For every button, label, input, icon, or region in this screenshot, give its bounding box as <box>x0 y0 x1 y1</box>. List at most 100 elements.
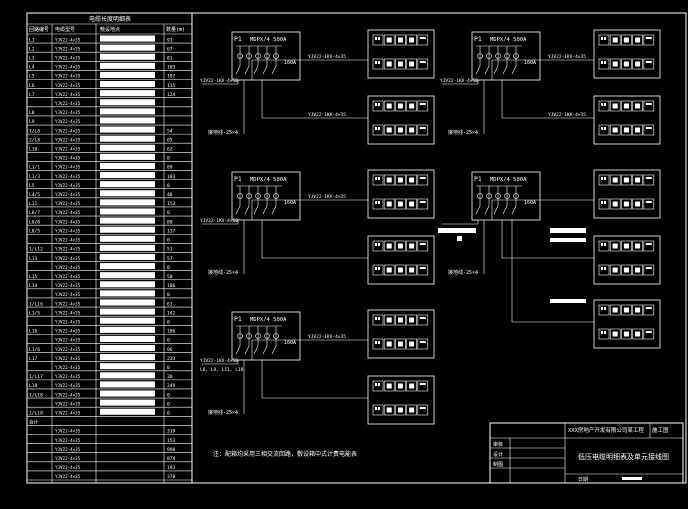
table-row-model: YJV22-4×35 <box>55 447 81 452</box>
table-row-no: L18 <box>29 383 38 389</box>
meter-module <box>383 34 395 46</box>
meter-module <box>417 338 429 350</box>
meter-module <box>383 314 395 326</box>
title-company: XXX房地产开发有限公司某工程 <box>568 426 644 434</box>
meter-module <box>417 174 429 186</box>
meter-module <box>395 34 406 46</box>
meter-module <box>395 380 406 392</box>
table-row-model: YJV22-4×35 <box>55 356 81 361</box>
table-row-no: L7 <box>29 92 35 98</box>
meter-module <box>643 100 655 112</box>
title-label-review: 审核 <box>493 441 503 448</box>
table-row-place-fill <box>100 208 155 215</box>
table-row-len: 91 <box>167 37 173 43</box>
meter-module <box>406 314 417 326</box>
table-row-model: YJV22-4×35 <box>55 310 81 315</box>
meter-module <box>643 58 655 70</box>
table-row-place-fill <box>100 190 155 197</box>
table-row-model: YJV22-4×35 <box>55 456 81 461</box>
panel-code: P1 <box>474 35 482 43</box>
circuit-list: L8, L9, L11, L18 <box>200 367 244 373</box>
switchboard-box <box>471 31 541 81</box>
switchboard-box <box>231 31 301 81</box>
table-row-len: 30 <box>167 374 173 380</box>
table-row-len: 0 <box>167 210 170 216</box>
table-row-len: 249 <box>167 383 176 389</box>
table-header-model: 电缆型号 <box>55 26 75 33</box>
table-row-no: 1/L16 <box>29 301 43 307</box>
cable-marker <box>550 238 586 242</box>
breaker-rating: 160A <box>284 200 296 206</box>
table-row-no: L1/3 <box>29 174 40 180</box>
table-row-no: L8/5 <box>29 228 40 234</box>
breaker-rating: 160A <box>284 60 296 66</box>
table-row-len: 0 <box>167 338 170 344</box>
table-row-model: YJV22-4×35 <box>55 56 81 61</box>
cable-marker <box>457 236 462 241</box>
cable-marker <box>438 228 476 233</box>
branch-cable: YJV22-1KV-4×35 <box>308 54 346 60</box>
meter-module <box>632 328 643 340</box>
table-header-place: 敷设地点 <box>100 26 120 33</box>
table-row-model: YJV22-4×35 <box>55 46 81 51</box>
table-row-model: YJV22-4×35 <box>55 438 81 443</box>
table-row-model: YJV22-4×35 <box>55 374 81 379</box>
table-header-len: 数量(m) <box>166 26 185 33</box>
meter-module <box>395 264 406 276</box>
table-row-place-fill <box>100 399 155 406</box>
panel-model: MDPX/4 500A <box>490 37 527 43</box>
table-row-len: 0 <box>167 319 170 325</box>
meter-module <box>621 240 632 252</box>
table-row-model: YJV22-4×35 <box>55 210 81 215</box>
table-row-place-fill <box>100 62 155 69</box>
table-row-model: YJV22-4×35 <box>55 147 81 152</box>
meter-module <box>643 328 655 340</box>
table-row-model: YJV22-4×35 <box>55 101 81 106</box>
meter-module <box>372 404 384 416</box>
title-label-date: 日期 <box>578 477 588 483</box>
table-row-len: 0 <box>167 183 170 189</box>
table-row-model: YJV22-4×35 <box>55 247 81 252</box>
meter-module <box>372 240 384 252</box>
table-row-model: YJV22-4×35 <box>55 301 81 306</box>
table-row-place-fill <box>100 299 155 306</box>
table-row-len: 0 <box>167 292 170 298</box>
breaker-rating: 160A <box>524 200 536 206</box>
meter-module <box>609 34 621 46</box>
meter-module <box>598 34 610 46</box>
table-row-len: 50 <box>167 274 173 280</box>
drawing-title: 低压电缆明细表及单元接线图 <box>578 452 669 461</box>
table-row-len: 233 <box>167 356 176 362</box>
table-row-place-fill <box>100 53 155 60</box>
meter-module <box>406 34 417 46</box>
table-row-len: 370 <box>167 474 176 480</box>
table-row-no: L8 <box>29 110 35 116</box>
meter-module <box>372 100 384 112</box>
table-row-model: YJV22-4×35 <box>55 156 81 161</box>
panel-model: MDPX/4 500A <box>250 177 287 183</box>
table-row-place-fill <box>100 290 155 297</box>
meter-module <box>632 100 643 112</box>
table-row-place-fill <box>100 281 155 288</box>
table-header-no: 回路编号 <box>29 26 49 33</box>
table-row-model: YJV22-4×35 <box>55 165 81 170</box>
meter-module <box>417 58 429 70</box>
meter-module <box>406 174 417 186</box>
table-row-place-fill <box>100 253 155 261</box>
table-row-len: 103 <box>167 174 176 180</box>
meter-module <box>406 338 417 350</box>
table-row-len: 0 <box>167 392 170 398</box>
meter-module <box>406 100 417 112</box>
meter-module <box>609 240 621 252</box>
table-row-model: YJV22-4×35 <box>55 238 81 243</box>
table-row-len: 153 <box>167 438 176 444</box>
table-row-no: 1/L18 <box>29 410 43 416</box>
meter-module <box>417 314 429 326</box>
table-row-place-fill <box>100 390 155 397</box>
table-row-no: L1 <box>29 37 35 43</box>
table-row-model: YJV22-4×35 <box>55 192 81 197</box>
table-row-model: YJV22-4×35 <box>55 256 81 261</box>
table-row-no: 1/L18 <box>29 392 43 398</box>
table-row-place-fill <box>100 162 155 170</box>
